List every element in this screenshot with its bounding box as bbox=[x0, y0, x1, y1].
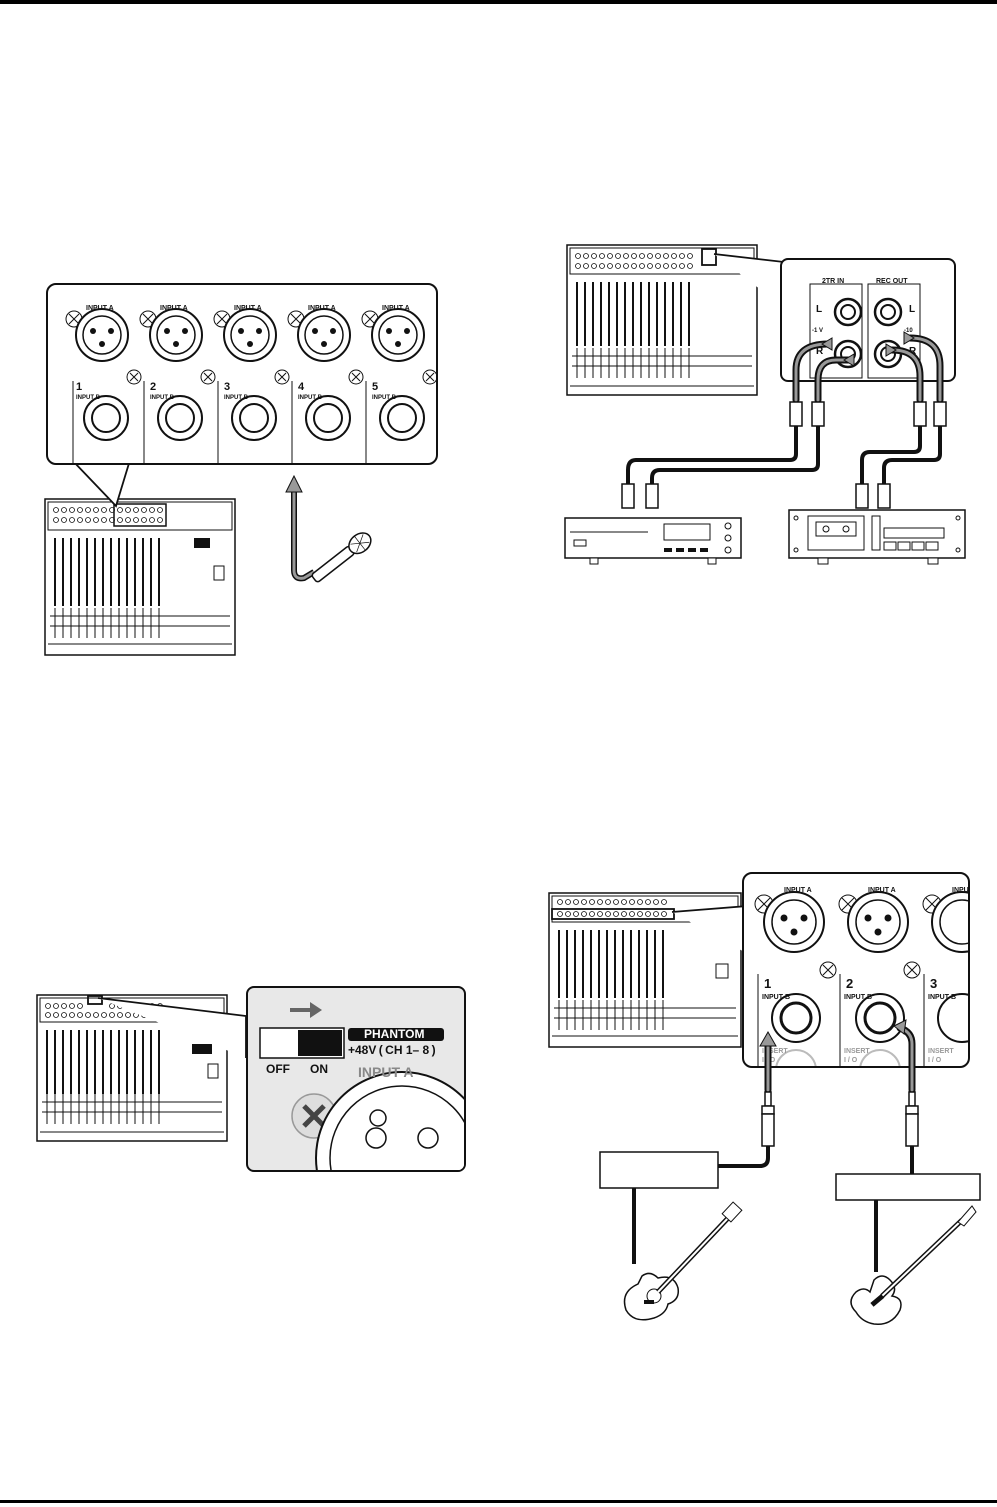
input-b-label-4: INPUT B bbox=[298, 395, 322, 401]
input-a-label-2: INPUT A bbox=[160, 305, 188, 312]
arrow-icon bbox=[885, 343, 897, 357]
rec-out-label: REC OUT bbox=[876, 278, 908, 285]
insert-io-g3: I / O bbox=[928, 1057, 942, 1064]
input-a-label-g2: INPUT A bbox=[868, 887, 896, 894]
callout-input-panel: INPUT A INPUT A INPUT A INPUT A INPUT A … bbox=[46, 283, 438, 465]
top-rule bbox=[0, 0, 997, 4]
switch-on-label: ON bbox=[310, 1062, 328, 1076]
input-a-label-3: INPUT A bbox=[234, 305, 262, 312]
input-b-label-1: INPUT B bbox=[76, 395, 100, 401]
cd-player-illustration bbox=[564, 517, 742, 565]
phantom-badge bbox=[348, 1028, 444, 1041]
channel-number-g1: 1 bbox=[764, 976, 772, 991]
rca-cables bbox=[621, 331, 947, 509]
phone-jack-2 bbox=[855, 993, 905, 1043]
acoustic-guitar-illustration bbox=[623, 1201, 743, 1321]
arrow-icon bbox=[903, 331, 915, 345]
switch-knob bbox=[298, 1030, 342, 1056]
channel-number-g2: 2 bbox=[846, 976, 854, 991]
arrow-up-icon bbox=[759, 1030, 777, 1047]
guitar-connections bbox=[599, 1019, 981, 1325]
callout-phantom-panel: PHANTOM +48V ( CH 1– 8 ) OFF ON INPUT A bbox=[246, 986, 466, 1172]
stereo-jacks-closeup bbox=[809, 283, 921, 379]
channel-number-g3: 3 bbox=[930, 976, 938, 991]
insert-label-g1: INSERT bbox=[762, 1048, 788, 1055]
input-b-label-2: INPUT B bbox=[150, 395, 174, 401]
microphone-illustration bbox=[285, 474, 372, 583]
input-a-label-g3: INPU bbox=[952, 887, 969, 894]
callout-leader-phantom bbox=[97, 997, 247, 1058]
arrow-up-icon bbox=[285, 474, 303, 493]
insert-label-g2: INSERT bbox=[844, 1048, 870, 1055]
input-b-label-g3: INPUT B bbox=[928, 994, 956, 1001]
phantom-badge-label: PHANTOM bbox=[364, 1027, 425, 1041]
rca-jack-rec-out-l bbox=[873, 297, 903, 327]
mixer-illustration-mic bbox=[44, 498, 236, 656]
input-a-label-g1: INPUT A bbox=[784, 887, 812, 894]
2tr-in-label: 2TR IN bbox=[822, 278, 845, 285]
channel-number-4: 4 bbox=[298, 381, 305, 393]
effect-unit-1 bbox=[599, 1151, 719, 1189]
channel-number-5: 5 bbox=[372, 381, 379, 393]
level-out-label: -10 bbox=[904, 328, 913, 334]
callout-leader-mic bbox=[71, 459, 131, 508]
input-panel-closeup-guitar bbox=[754, 891, 968, 1066]
right-label-out: R bbox=[909, 346, 917, 357]
bottom-rule bbox=[0, 1500, 997, 1503]
effect-unit-2 bbox=[835, 1173, 981, 1201]
mixer-illustration-2tr bbox=[566, 244, 758, 396]
left-label-in: L bbox=[816, 304, 823, 315]
input-b-label-g1: INPUT B bbox=[762, 994, 790, 1001]
phantom-voltage-label: +48V ( CH 1– 8 ) bbox=[348, 1043, 436, 1057]
arrow-icon bbox=[843, 353, 855, 367]
arrow-right-icon bbox=[290, 1002, 322, 1018]
input-a-label-5: INPUT A bbox=[382, 305, 410, 312]
input-b-label-3: INPUT B bbox=[224, 395, 248, 401]
left-label-out: L bbox=[909, 304, 916, 315]
mixer-illustration-guitar bbox=[548, 892, 742, 1048]
electric-guitar-illustration bbox=[850, 1205, 977, 1325]
arrow-icon bbox=[893, 1019, 907, 1035]
channel-number-3: 3 bbox=[224, 381, 231, 393]
cassette-deck-illustration bbox=[788, 509, 966, 565]
phone-jack-1 bbox=[771, 993, 821, 1043]
arrow-icon bbox=[821, 337, 833, 351]
phantom-switch-closeup bbox=[259, 1002, 464, 1170]
input-b-label-5: INPUT B bbox=[372, 395, 396, 401]
insert-label-g3: INSERT bbox=[928, 1048, 954, 1055]
input-a-label-1: INPUT A bbox=[86, 305, 114, 312]
rca-jack-2tr-in-l bbox=[833, 297, 863, 327]
input-panel-closeup bbox=[65, 308, 436, 463]
insert-io-g2: I / O bbox=[844, 1057, 858, 1064]
input-a-label-4: INPUT A bbox=[308, 305, 336, 312]
callout-2tr-panel: 2TR IN REC OUT L R L R -1 V -10 bbox=[780, 258, 956, 382]
channel-number-2: 2 bbox=[150, 381, 157, 393]
channel-strip-group bbox=[65, 308, 436, 463]
channel-number-1: 1 bbox=[76, 381, 83, 393]
input-b-label-g2: INPUT B bbox=[844, 994, 872, 1001]
switch-off-label: OFF bbox=[266, 1062, 290, 1076]
callout-guitar-panel: INPUT A INPUT A INPU 1 2 3 INPUT B INPUT… bbox=[742, 872, 970, 1068]
input-a-large-label: INPUT A bbox=[358, 1064, 414, 1080]
right-label-in: R bbox=[816, 346, 824, 357]
level-in-label: -1 V bbox=[812, 328, 824, 334]
